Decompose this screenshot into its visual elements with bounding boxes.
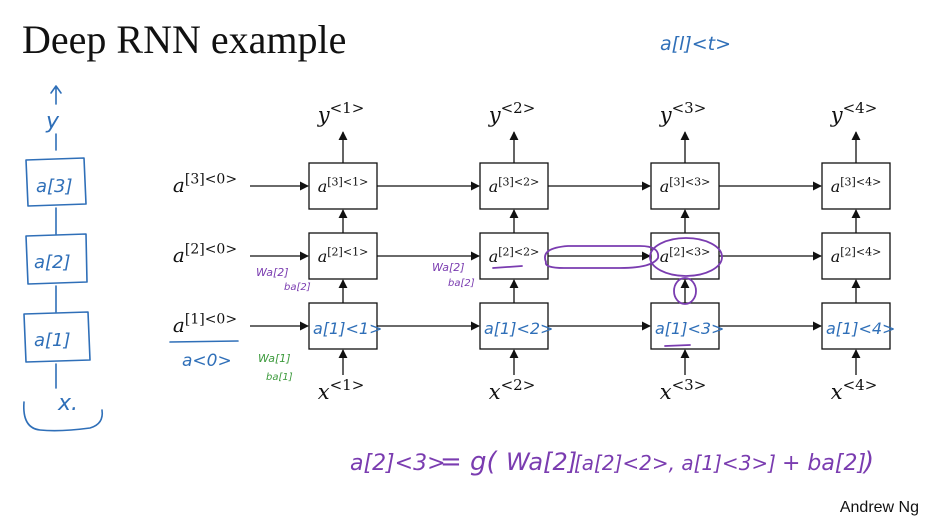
layer3-cell-label: a[3]<2> [489,175,540,196]
sketch-x: x. [57,391,78,416]
a0-underline [169,340,239,343]
bias-note-layer2: ba[2] [284,282,311,293]
layer3-cell-label: a[3]<1> [318,175,369,196]
cell-boxes [308,162,891,350]
bias-note-layer1: ba[1] [266,372,293,383]
sketch-l2: a[2] [34,252,71,273]
output-label: y<3> [659,99,707,127]
cell-box [479,232,549,280]
cell-labels: y<1> y<2> y<3> y<4> x<1> x<2> x<3> x<4> a[3]<0> a… [173,99,881,404]
layer2-cell-label: a[2]<4> [831,245,882,266]
eq-lhs: a[2]<3> [350,451,446,476]
eq-g: = g( [440,447,499,477]
cell-box [308,302,378,350]
a0-note: a<0> [182,351,232,371]
cell-box [308,162,378,210]
cell-box [650,162,720,210]
output-label: y<4> [830,99,878,127]
highlight-flow [544,245,660,269]
eq-close: ) [862,447,874,477]
layer2-cell-label: a[2]<3> [660,245,711,266]
layer2-cell-label: a[2]<2> [489,245,540,266]
cell-box [821,232,891,280]
circle-a23 [649,237,723,277]
layer1-cell-label: a[1]<3> [655,319,724,338]
handwritten-annotations: a[l]<t> y a[3] a[2] a[1] x. a<0> a[1]<1> a[1]<2>… [23,33,895,477]
eq-weight: Wa[2] [506,448,577,476]
initial-state-label: a[1]<0> [173,312,237,337]
bias-note-layer2-col2: ba[2] [448,278,475,289]
sketch-arrow [50,85,62,105]
layer2-cell-label: a[2]<1> [318,245,369,266]
cell-box [821,162,891,210]
eq-bias: + ba[2] [782,451,866,476]
layer3-cell-label: a[3]<3> [660,175,711,196]
note-a-l-t: a[l]<t> [660,33,731,55]
sketch-y: y [45,109,60,134]
underline-a22 [492,265,523,269]
initial-state-label: a[3]<0> [173,172,237,197]
sketch-box-layer3 [25,157,87,207]
sketch-bracket [23,401,104,432]
weight-note-layer2-col2: Wa[2] [432,261,465,274]
input-label: x<1> [318,376,365,404]
input-label: x<3> [660,376,707,404]
cell-box [479,162,549,210]
layer1-cell-label: a[1]<1> [313,319,382,338]
cell-box [479,302,549,350]
sketch-l1: a[1] [34,330,71,351]
output-label: y<2> [488,99,536,127]
slide-title: Deep RNN example [22,17,347,62]
layer1-cell-label: a[1]<2> [484,319,553,338]
layer3-cell-label: a[3]<4> [831,175,882,196]
cell-box [650,302,720,350]
input-label: x<4> [831,376,878,404]
cell-box [308,232,378,280]
initial-state-label: a[2]<0> [173,242,237,267]
circle-vertical-arrow [673,277,697,305]
weight-note-layer2: Wa[2] [256,266,289,279]
sketch-box-layer1 [23,311,91,363]
underline-a13 [664,344,691,347]
output-label: y<1> [317,99,365,127]
connection-arrows [250,131,861,375]
input-label: x<2> [489,376,536,404]
layer1-cell-label: a[1]<4> [826,319,895,338]
weight-note-layer1: Wa[1] [258,352,291,365]
sketch-l3: a[3] [36,176,73,197]
cell-box [821,302,891,350]
sketch-box-layer2 [25,233,88,285]
eq-bracket: [a[2]<2>, a[1]<3>] [574,451,776,475]
author-credit: Andrew Ng [839,499,919,516]
